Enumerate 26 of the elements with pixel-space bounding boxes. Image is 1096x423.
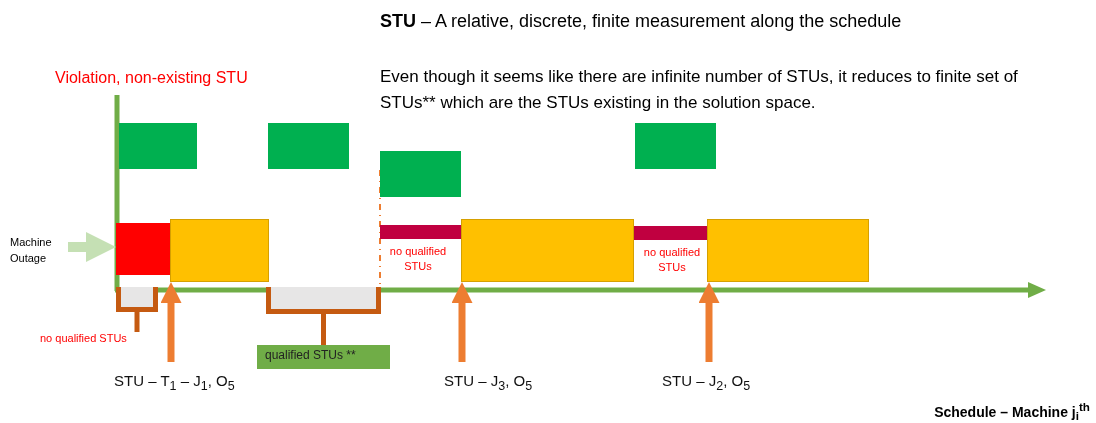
arrow bbox=[68, 232, 116, 262]
gap-bar bbox=[380, 225, 461, 239]
bracket bbox=[266, 287, 381, 314]
leader-line bbox=[134, 312, 140, 332]
annotation-text: no qualified STUs bbox=[40, 332, 128, 344]
job-block bbox=[268, 123, 349, 169]
job-block bbox=[707, 219, 869, 282]
stu-label: STU – T$_{1}$ – J$_{1}$, O$_{5}$ bbox=[114, 371, 236, 393]
description-text: STU – A relative, discrete, finite measurement along the schedule bbox=[380, 10, 903, 33]
job-block bbox=[119, 123, 197, 169]
job-block bbox=[635, 123, 716, 169]
leader-line bbox=[321, 314, 326, 345]
node-label: Machine Outage bbox=[10, 235, 53, 266]
description-text: Even though it seems like there are infinite number of STUs, it reduces to finite set of STUs** which are the STUs existing in the solution space. bbox=[380, 66, 1019, 114]
annotation-text: no qualified STUs bbox=[642, 245, 702, 275]
outage-block bbox=[116, 223, 170, 275]
gap-bar bbox=[634, 226, 707, 240]
annotation-text: no qualified STUs bbox=[388, 244, 448, 274]
stu-label: STU – J$_{2}$, O$_{5}$ bbox=[662, 371, 752, 393]
job-block bbox=[380, 151, 461, 197]
annotation-text: Violation, non-existing STU bbox=[55, 68, 249, 88]
bracket bbox=[116, 287, 158, 312]
label-box: qualified STUs ** bbox=[257, 345, 390, 369]
job-block bbox=[461, 219, 634, 282]
job-block bbox=[170, 219, 269, 282]
stu-label: STU – J$_{3}$, O$_{5}$ bbox=[444, 371, 534, 393]
